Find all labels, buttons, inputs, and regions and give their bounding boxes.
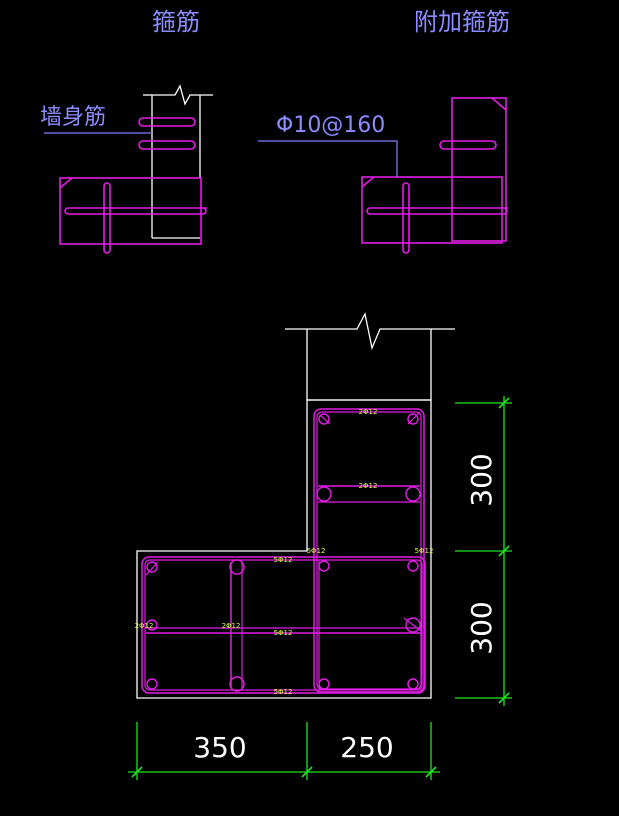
detail-additional-title: 附加箍筋 <box>414 8 510 36</box>
detail-stirrup: 箍筋 墙身筋 <box>40 8 213 254</box>
stirrup-hook <box>59 177 73 189</box>
dim-tick <box>301 766 313 778</box>
dimensions: 300 300 350 250 <box>128 396 512 780</box>
l-section: 2Φ12 2Φ12 5Φ12 5Φ12 5Φ12 2Φ12 2Φ12 5Φ12 … <box>135 312 455 699</box>
dim-right-upper: 300 <box>465 453 498 506</box>
tie-hook-left <box>366 207 371 215</box>
wall-bar-lower <box>138 140 196 150</box>
dim-tick <box>498 545 510 557</box>
rebar-point <box>405 617 421 633</box>
section-break-line <box>285 312 455 351</box>
wall-break-line <box>152 84 213 106</box>
rebar-point <box>407 678 419 690</box>
upper-leg-stirrup <box>313 408 425 693</box>
rebar-point <box>318 560 330 572</box>
rebar-hook <box>407 411 421 425</box>
rebar-point <box>229 676 245 692</box>
dim-bottom-left: 350 <box>193 731 246 764</box>
dim-tick <box>131 766 143 778</box>
rebar-point <box>229 559 245 575</box>
dim-bottom-right: 250 <box>340 731 393 764</box>
tie-hook-right <box>202 207 207 215</box>
bar-labels: 2Φ12 2Φ12 5Φ12 5Φ12 5Φ12 2Φ12 2Φ12 5Φ12 … <box>135 408 434 696</box>
rebar-point <box>405 486 421 502</box>
bar-label: 5Φ12 <box>274 629 293 637</box>
additional-bar <box>439 140 497 150</box>
rebar-point <box>146 561 158 573</box>
bar-label: 2Φ12 <box>359 408 378 416</box>
stirrup-hook <box>361 176 375 188</box>
bar-label: 2Φ12 <box>222 622 241 630</box>
rebar-hook <box>403 617 422 632</box>
rebar-point <box>318 413 330 425</box>
column-stirrup <box>361 176 503 244</box>
additional-stirrup <box>451 97 507 242</box>
tie-hook-right <box>503 207 508 215</box>
detail-additional-stirrup: 附加箍筋 Φ10@160 <box>258 8 510 254</box>
column-stirrup <box>59 177 202 245</box>
upper-leg-stirrup-inner <box>316 411 422 690</box>
tie-hook-top <box>402 182 410 187</box>
bar-label: 5Φ12 <box>307 547 326 555</box>
dim-tick <box>498 692 510 704</box>
stirrup-spec-label: Φ10@160 <box>276 113 385 138</box>
rebar-point <box>146 619 158 631</box>
wall-rebar-label: 墙身筋 <box>40 105 106 130</box>
bar-label: 2Φ12 <box>359 482 378 490</box>
bar-label: 5Φ12 <box>274 688 293 696</box>
rebar-points <box>145 411 422 692</box>
detail-stirrup-title: 箍筋 <box>152 8 200 36</box>
tie-hook-left <box>64 207 69 215</box>
wall-bar-upper <box>138 117 196 127</box>
stirrup-spec-leader <box>258 140 398 177</box>
bar-label: 2Φ12 <box>135 622 154 630</box>
additional-stirrup-hook <box>491 97 507 111</box>
rebar-hook <box>145 561 159 576</box>
dim-right-lower: 300 <box>465 601 498 654</box>
tie-hook-top <box>103 182 111 187</box>
lower-stirrup-inner <box>144 559 423 691</box>
section-outline <box>136 399 432 699</box>
dim-tick <box>425 766 437 778</box>
dim-tick <box>498 397 510 409</box>
lower-stirrup <box>141 556 426 694</box>
bar-label: 5Φ12 <box>415 547 434 555</box>
rebar-hook <box>319 414 331 425</box>
rebar-point <box>407 413 419 425</box>
rebar-point <box>146 678 158 690</box>
rebar-point <box>407 560 419 572</box>
tie-hook-bottom <box>402 249 410 254</box>
rebar-point <box>318 678 330 690</box>
rebar-point <box>316 486 332 502</box>
bar-label: 5Φ12 <box>274 556 293 564</box>
tie-hook-bottom <box>103 249 111 254</box>
